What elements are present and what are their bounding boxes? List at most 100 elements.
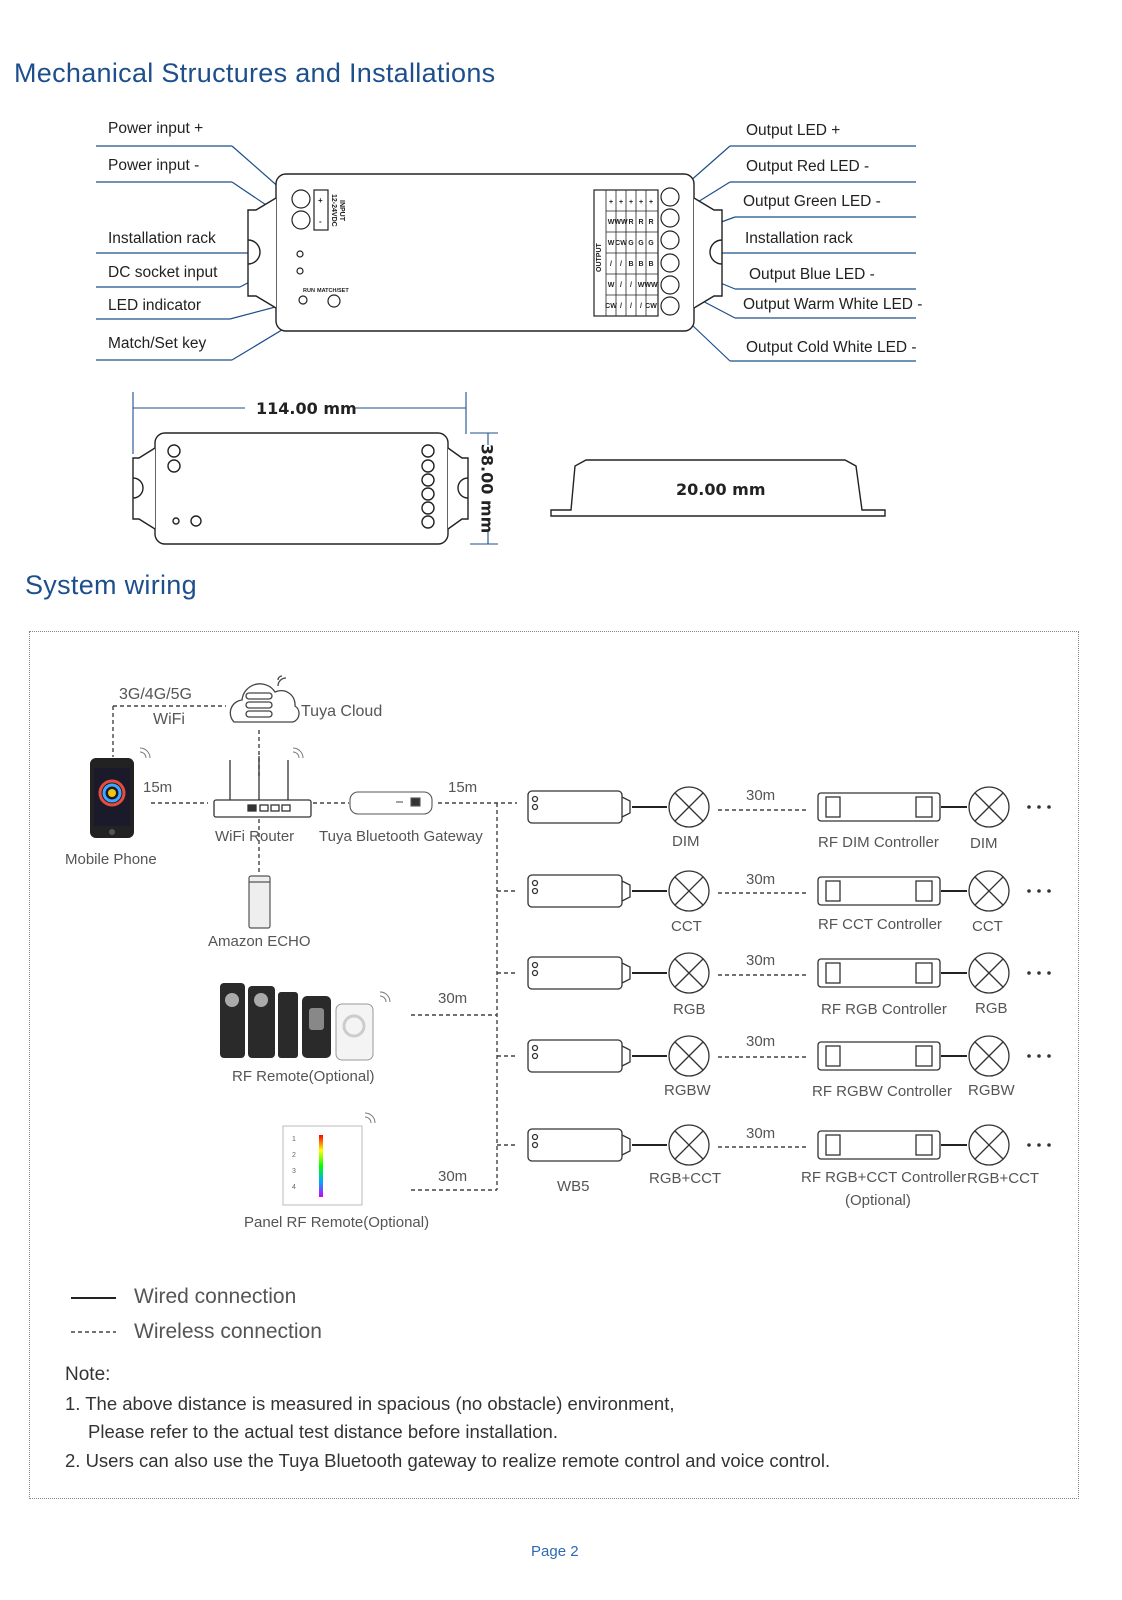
label-rf-remote: RF Remote(Optional)	[232, 1068, 375, 1085]
label-output-cold-white: Output Cold White LED -	[746, 339, 917, 356]
note-line-3: 2. Users can also use the Tuya Bluetooth…	[65, 1450, 831, 1471]
ellipsis-dot	[1037, 889, 1041, 893]
wb5-controller-icon	[527, 1039, 623, 1073]
ellipsis-dot	[1027, 1143, 1031, 1147]
ellipsis-dot	[1047, 1054, 1051, 1058]
svg-text:3: 3	[292, 1168, 296, 1175]
lamp-icon	[968, 952, 1010, 994]
label-power-input-plus: Power input +	[108, 120, 204, 137]
row-distance-label: 30m	[746, 952, 776, 969]
row-load-label: RGB	[673, 1001, 706, 1018]
lamp-icon	[668, 786, 710, 828]
svg-text:/: /	[630, 282, 632, 289]
label-output-blue: Output Blue LED -	[749, 266, 875, 283]
ellipsis-dot	[1047, 1143, 1051, 1147]
input-minus-sign: -	[319, 217, 322, 226]
ellipsis-dot	[1037, 805, 1041, 809]
svg-text:+: +	[609, 199, 613, 206]
label-panel-remote: Panel RF Remote(Optional)	[244, 1214, 430, 1231]
row-controller-label: RF CCT Controller	[818, 916, 942, 933]
svg-text:/: /	[620, 303, 622, 310]
label-wifi: WiFi	[153, 711, 185, 728]
wb5-controller-icon	[527, 956, 623, 990]
wiring-section-title: System wiring	[25, 570, 197, 600]
svg-text:WW: WW	[644, 282, 658, 289]
wb5-controller-icon	[527, 1128, 623, 1162]
row-load2-label: RGBW	[968, 1082, 1015, 1099]
mechanical-section-title: Mechanical Structures and Installations	[14, 58, 496, 88]
svg-text:R: R	[648, 219, 653, 226]
ellipsis-dot	[1027, 1054, 1031, 1058]
svg-text:+: +	[629, 199, 633, 206]
row-load2-label: DIM	[970, 835, 998, 852]
ellipsis-dot	[1027, 889, 1031, 893]
svg-text:/: /	[620, 282, 622, 289]
ellipsis-dot	[1037, 971, 1041, 975]
label-led-indicator: LED indicator	[108, 297, 202, 314]
amazon-echo-icon	[248, 875, 271, 929]
ellipsis-dot	[1037, 1054, 1041, 1058]
dimension-height: 20.00 mm	[676, 480, 766, 499]
lamp-icon	[968, 1035, 1010, 1077]
row-load-label: RGBW	[664, 1082, 711, 1099]
lamp-icon	[968, 786, 1010, 828]
label-mobile-phone: Mobile Phone	[65, 851, 157, 868]
mobile-phone-icon	[90, 747, 151, 838]
ellipsis-dot	[1047, 889, 1051, 893]
note-line-1: 1. The above distance is measured in spa…	[65, 1393, 675, 1414]
svg-text:/: /	[620, 261, 622, 268]
dimension-length: 114.00 mm	[256, 399, 357, 418]
label-wifi-router: WiFi Router	[215, 828, 295, 845]
wiring-panel-border	[29, 631, 1079, 1499]
svg-text:+: +	[649, 199, 653, 206]
wb5-controller-icon	[527, 790, 623, 824]
row-distance-label: 30m	[746, 1125, 776, 1142]
ellipsis-dot	[1037, 1143, 1041, 1147]
rf-controller-icon	[817, 1130, 941, 1160]
svg-text:W: W	[608, 240, 615, 247]
svg-text:W: W	[638, 282, 645, 289]
svg-text:B: B	[648, 261, 653, 268]
input-text: INPUT	[338, 200, 345, 222]
row-controller-note: (Optional)	[845, 1192, 911, 1209]
bluetooth-gateway-icon	[349, 791, 433, 815]
row-controller-label: RF RGB+CCT Controller	[801, 1169, 967, 1186]
label-wb5: WB5	[557, 1178, 590, 1195]
svg-text:+: +	[639, 199, 643, 206]
svg-text:1: 1	[292, 1136, 296, 1143]
distance-panel: 30m	[438, 1168, 468, 1185]
label-amazon-echo: Amazon ECHO	[208, 933, 311, 950]
distance-phone-router: 15m	[143, 779, 173, 796]
svg-text:G: G	[638, 240, 644, 247]
svg-text:B: B	[638, 261, 643, 268]
svg-text:+: +	[619, 199, 623, 206]
lamp-icon	[668, 1035, 710, 1077]
label-output-green: Output Green LED -	[743, 193, 881, 210]
distance-gateway: 15m	[448, 779, 478, 796]
row-distance-label: 30m	[746, 787, 776, 804]
rf-controller-icon	[817, 1041, 941, 1071]
lamp-icon	[668, 952, 710, 994]
label-cellular: 3G/4G/5G	[119, 686, 192, 703]
label-installation-rack-right: Installation rack	[745, 230, 853, 247]
svg-text:W: W	[608, 219, 615, 226]
rf-remotes-icon	[220, 983, 391, 1061]
row-load2-label: RGB+CCT	[967, 1170, 1040, 1187]
output-text: OUTPUT	[596, 243, 603, 273]
row-load-label: DIM	[672, 833, 700, 850]
svg-text:B: B	[628, 261, 633, 268]
note-line-2: Please refer to the actual test distance…	[88, 1421, 558, 1442]
lamp-icon	[668, 870, 710, 912]
label-dc-socket-input: DC socket input	[108, 264, 218, 281]
row-load-label: CCT	[671, 918, 702, 935]
svg-text:2: 2	[292, 1152, 296, 1159]
svg-text:CW: CW	[645, 303, 657, 310]
lamp-icon	[668, 1124, 710, 1166]
svg-text:R: R	[628, 219, 633, 226]
svg-text:CW: CW	[605, 303, 617, 310]
svg-text:CW: CW	[615, 240, 627, 247]
match-set-text: MATCH/SET	[317, 288, 349, 294]
input-voltage-text: 12-24VDC	[330, 194, 337, 227]
